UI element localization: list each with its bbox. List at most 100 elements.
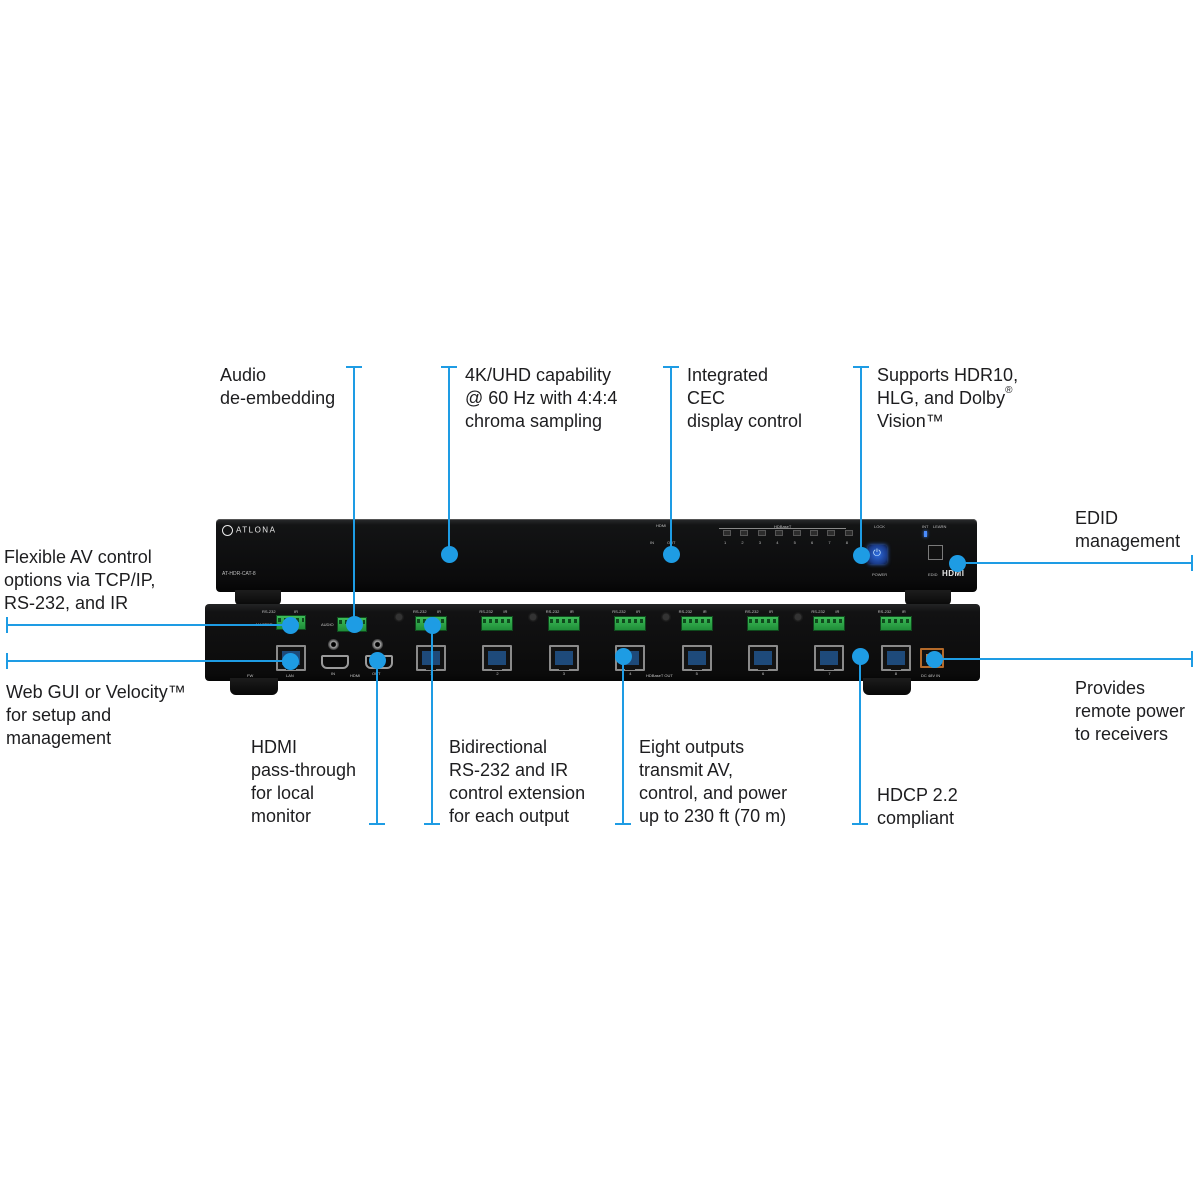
callout-rs232: Bidirectional RS-232 and IR control exte… (449, 737, 586, 826)
hdbaset-led (723, 530, 731, 536)
front-foot-right (905, 590, 951, 606)
hdmi-callout-tick (369, 823, 385, 825)
callout-av-control: Flexible AV control options via TCP/IP, … (4, 547, 156, 613)
rear-label-rs232: RS-232 (413, 609, 427, 614)
panel-screw (793, 612, 804, 622)
hdbaset-led (757, 530, 766, 536)
hdbaset-led-number: 8 (845, 540, 849, 545)
hdbaset-led (792, 530, 801, 536)
callout-hdcp: HDCP 2.2 compliant (877, 785, 958, 828)
callout-edid: EDID management (1075, 508, 1181, 551)
edid-callout-tick (1191, 555, 1193, 571)
rear-label-hdmi: HDMI (350, 673, 361, 678)
av-callout-dot (281, 616, 299, 634)
front-label-hdbaset: HDBaseT (774, 524, 792, 529)
rear-label-rs232: RS-232 (811, 609, 825, 614)
hdbaset-led (810, 530, 818, 536)
rs232-callout-line (431, 625, 433, 824)
hdbaset-output-port[interactable] (748, 645, 778, 671)
output-port-number: 2 (496, 671, 499, 676)
hdmi-in-port[interactable] (321, 655, 349, 669)
power-callout-line (934, 658, 1192, 660)
callout-hdmi-pass: HDMI pass-through for local monitor (251, 737, 357, 826)
control-terminal-block (547, 616, 580, 631)
control-terminal-block (879, 616, 912, 631)
front-label-learn: LEARN (933, 524, 947, 529)
output-port-number: 4 (629, 671, 632, 676)
front-label-lock: LOCK (874, 524, 885, 529)
hdbaset-output-port[interactable] (548, 645, 579, 671)
hdmi-callout-line (376, 660, 378, 824)
logo-ring-icon (222, 525, 233, 536)
uhd-callout-dot (440, 545, 458, 563)
cec-callout-line (670, 367, 672, 553)
hdbaset-output-port[interactable] (482, 645, 513, 671)
rear-label-ir: IR (503, 609, 508, 614)
control-terminal-block (680, 616, 713, 631)
status-led (924, 531, 927, 537)
rs232-callout-tick (424, 823, 440, 825)
callout-web-gui: Web GUI or Velocity™ for setup and manag… (6, 682, 186, 748)
uhd-callout-line (448, 367, 450, 553)
edid-callout-line (957, 562, 1192, 564)
hdbaset-led-number: 5 (793, 540, 796, 545)
output-port-number: 5 (695, 671, 698, 676)
rear-label-ir: IR (702, 609, 707, 614)
control-terminal-block (747, 616, 779, 631)
hdbaset-led (827, 530, 836, 536)
rear-foot-right (863, 678, 911, 695)
output-port-number: 3 (562, 671, 566, 676)
power-icon: ⏻ (873, 548, 881, 559)
callout-cec: Integrated CEC display control (687, 365, 803, 431)
hdbaset-led-number: 2 (741, 540, 744, 545)
hdmi-logo: HDMI (942, 569, 965, 578)
rear-label-ir: IR (835, 609, 840, 614)
hdbaset-led (775, 530, 784, 536)
rear-label-ir: IR (437, 609, 441, 614)
rear-label-lan: LAN (286, 673, 294, 678)
hdmi-out-jack[interactable] (372, 639, 383, 650)
hdbaset-led-number: 4 (776, 540, 779, 545)
front-label-power: POWER (872, 572, 888, 577)
rear-label-ir: IR (769, 609, 773, 614)
rear-label-rs232: RS-232 (545, 609, 560, 614)
rear-foot-left (230, 678, 278, 695)
av-callout-line (7, 624, 290, 626)
hdr-callout-dot (852, 546, 870, 564)
outputs-callout-tick (615, 823, 631, 825)
edid-button[interactable] (928, 545, 943, 560)
hdbaset-output-port[interactable] (814, 645, 845, 671)
power-button[interactable]: ⏻ (868, 545, 887, 564)
brand-logo: ATLONA (222, 525, 292, 539)
web-callout-dot (281, 652, 299, 670)
rear-label-hdbaset-out: HDBaseT OUT (646, 673, 673, 678)
panel-screw (660, 612, 671, 622)
callout-hdr: Supports HDR10, HLG, and Dolby® Vision™ (877, 365, 1019, 431)
panel-screw (394, 612, 404, 622)
hdcp-callout-tick (852, 823, 868, 825)
rear-label-ir: IR (636, 609, 641, 614)
outputs-callout-line (622, 656, 624, 824)
panel-screw (527, 612, 538, 622)
output-port-number: 7 (828, 671, 831, 676)
control-terminal-block (813, 616, 846, 631)
hdbaset-output-port[interactable] (880, 645, 911, 671)
rear-label-fw: FW (247, 673, 254, 678)
callout-outputs: Eight outputs transmit AV, control, and … (639, 737, 788, 826)
hdbaset-output-port[interactable] (681, 645, 712, 671)
hdmi-in-jack[interactable] (328, 639, 339, 650)
rear-label-rs232: RS-232 (612, 609, 626, 614)
control-terminal-block (481, 616, 514, 631)
output-port-number: 6 (762, 671, 765, 676)
front-label-edid: EDID (928, 572, 938, 577)
hdbaset-led-bar (719, 528, 846, 537)
rear-label-audio: AUDIO (321, 622, 334, 627)
rear-label-rs232: RS-232 (678, 609, 693, 614)
control-terminal-block (614, 616, 647, 631)
rear-label-dc-in: DC 48V IN (921, 673, 941, 678)
rear-label-rs232: RS-232 (745, 609, 759, 614)
hdbaset-led-number: 7 (828, 540, 831, 545)
hdbaset-led-number: 3 (758, 540, 762, 545)
hdbaset-led (844, 530, 853, 536)
